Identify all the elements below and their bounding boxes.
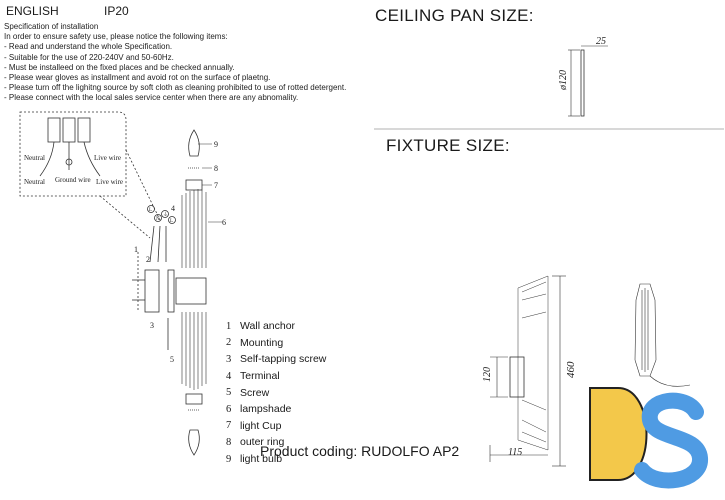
part-number: 2	[146, 255, 150, 264]
part-number: 3	[150, 321, 154, 330]
legend-item: 4 Terminal	[226, 368, 326, 385]
legend-label: Wall anchor	[240, 320, 296, 333]
ground-wire-label: Ground wire	[55, 176, 91, 184]
legend-item: 5 Screw	[226, 384, 326, 401]
legend-number: 8	[226, 436, 232, 448]
legend-number: 5	[226, 387, 232, 399]
part-number: 5	[170, 355, 174, 364]
terminal-mark: L	[170, 219, 173, 224]
legend-label: Screw	[240, 386, 270, 399]
legend-item: 8 outer ring	[226, 434, 326, 451]
ceiling-pan-title: CEILING PAN SIZE:	[375, 6, 534, 25]
legend-label: Self-tapping screw	[240, 353, 327, 366]
terminal-mark: N	[156, 217, 160, 222]
legend-number: 2	[226, 337, 232, 349]
live-wire-label: Live wire	[96, 178, 123, 186]
legend-label: light Cup	[240, 419, 282, 432]
ds-logo	[589, 387, 708, 489]
part-number: 4	[171, 204, 175, 213]
legend-item: 1 Wall anchor	[226, 318, 326, 335]
neutral-label: Neutral	[24, 178, 45, 186]
ceiling-pan-drawing: 25 ø120	[558, 36, 608, 117]
parts-legend: 1 Wall anchor 2 Mounting 3 Self-tapping scr…	[226, 318, 326, 467]
spec-line: - Suitable for the use of 220-240V and 5…	[4, 52, 174, 62]
exploded-view: L N ⏚ L 9 8 7 6 4 2 1 3 5	[132, 129, 226, 456]
legend-label: outer ring	[240, 436, 285, 449]
height-dim: 460	[565, 361, 577, 378]
legend-number: 4	[226, 370, 232, 382]
spec-line: - Must be installeed on the fixed places…	[4, 62, 235, 72]
legend-label: Mounting	[240, 336, 284, 349]
pan-diameter-dim: ø120	[558, 70, 569, 91]
neutral-label: Neutral	[24, 154, 45, 162]
legend-label: Terminal	[240, 370, 280, 383]
legend-number: 1	[226, 320, 232, 332]
legend-number: 7	[226, 420, 232, 432]
logo-d-shape	[589, 387, 648, 481]
fixture-size-title: FIXTURE SIZE:	[386, 136, 510, 155]
product-coding: Product coding: RUDOLFO AP2	[260, 443, 460, 459]
wiring-detail: Neutral Live wire Neutral Ground wire Li…	[19, 111, 161, 239]
spec-line: - Please wear gloves as installment and …	[4, 73, 271, 83]
legend-label: lampshade	[240, 403, 292, 416]
spec-line: - Read and understand the whole Specific…	[4, 42, 173, 52]
fixture-side-view: 460 120 115	[482, 275, 577, 467]
language-label: ENGLISH	[6, 4, 59, 18]
part-number: 7	[214, 181, 218, 190]
part-number: 9	[214, 140, 218, 149]
fixture-front-view	[634, 283, 691, 387]
part-number: 1	[134, 245, 138, 254]
pan-depth-dim: 25	[596, 36, 606, 47]
spec-title: Specification of installation	[4, 22, 99, 31]
base-height-dim: 120	[482, 367, 493, 382]
depth-dim: 115	[508, 447, 522, 458]
spec-line: - Please connect with the local sales se…	[4, 93, 299, 103]
part-number: 6	[222, 218, 226, 227]
legend-item: 7 light Cup	[226, 418, 326, 435]
terminal-mark: L	[149, 208, 152, 213]
legend-item: 6 lampshade	[226, 401, 326, 418]
legend-item: 3 Self-tapping screw	[226, 351, 326, 368]
part-number: 8	[214, 164, 218, 173]
ip-rating-label: IP20	[104, 4, 129, 18]
logo-s-shape	[634, 392, 708, 489]
legend-number: 3	[226, 353, 232, 365]
legend-item: 9 light bulb	[226, 451, 326, 468]
legend-item: 2 Mounting	[226, 335, 326, 352]
live-wire-label: Live wire	[94, 154, 121, 162]
terminal-mark: ⏚	[163, 211, 168, 218]
legend-label: light bulb	[240, 453, 283, 466]
legend-number: 6	[226, 403, 232, 415]
legend-number: 9	[226, 453, 232, 465]
spec-line: - Please turn off the lighitng source by…	[4, 83, 347, 93]
spec-line: In order to ensure safety use, please no…	[4, 32, 228, 42]
installation-spec: Specification of installation In order t…	[4, 22, 346, 104]
